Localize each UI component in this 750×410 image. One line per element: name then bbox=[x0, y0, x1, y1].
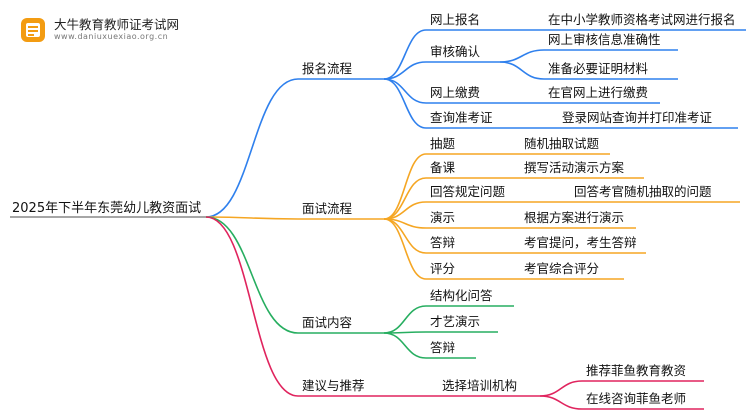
grandchild-connector bbox=[499, 49, 545, 63]
grandchild-label: 在中小学教师资格考试网进行报名 bbox=[548, 12, 736, 27]
branch-connector bbox=[205, 216, 299, 220]
child-connector bbox=[383, 332, 427, 359]
child-connector bbox=[383, 78, 427, 104]
branch-label: 面试流程 bbox=[302, 201, 353, 216]
child-label: 网上缴费 bbox=[430, 85, 480, 100]
child-label: 查询准考证 bbox=[430, 110, 493, 125]
grandchild-label: 登录网站查询并打印准考证 bbox=[562, 110, 713, 125]
book-logo-icon bbox=[21, 18, 45, 42]
child-label: 答辩 bbox=[430, 235, 455, 250]
child-label: 结构化问答 bbox=[430, 288, 493, 303]
grandchild-label: 准备必要证明材料 bbox=[548, 61, 649, 76]
branch-label: 面试内容 bbox=[302, 315, 352, 330]
grandchild-label: 考官提问，考生答辩 bbox=[524, 235, 637, 250]
grandchild-label: 回答考官随机抽取的问题 bbox=[574, 184, 712, 199]
grandchild-label: 推荐菲鱼教育教资 bbox=[586, 363, 686, 378]
branch-label: 建议与推荐 bbox=[302, 378, 365, 393]
site-name: 大牛教育教师证考试网 bbox=[54, 17, 180, 32]
child-connector bbox=[383, 305, 427, 334]
grandchild-label: 随机抽取试题 bbox=[524, 136, 600, 151]
child-label: 评分 bbox=[430, 261, 455, 276]
grandchild-label: 在线咨询菲鱼老师 bbox=[586, 391, 686, 406]
branch-connector bbox=[205, 216, 299, 397]
child-label: 抽题 bbox=[430, 136, 456, 151]
child-connector bbox=[383, 78, 427, 129]
grandchild-label: 考官综合评分 bbox=[524, 261, 599, 276]
child-connector bbox=[383, 218, 427, 280]
child-label: 备课 bbox=[430, 160, 456, 175]
grandchild-connector bbox=[539, 395, 583, 410]
branch-connector bbox=[205, 78, 299, 218]
child-connector bbox=[383, 29, 427, 80]
grandchild-connector bbox=[539, 380, 583, 397]
child-connector bbox=[383, 61, 427, 80]
branch-label: 报名流程 bbox=[302, 61, 353, 76]
child-label: 演示 bbox=[430, 210, 455, 225]
grandchild-label: 根据方案进行演示 bbox=[524, 210, 624, 225]
child-label: 审核确认 bbox=[430, 44, 481, 59]
grandchild-label: 在官网上进行缴费 bbox=[548, 85, 648, 100]
child-label: 选择培训机构 bbox=[442, 378, 517, 393]
branch-connector bbox=[205, 216, 299, 334]
grandchild-label: 撰写活动演示方案 bbox=[524, 160, 625, 175]
child-connector bbox=[383, 153, 427, 220]
grandchild-connector bbox=[499, 61, 545, 80]
root-label: 2025年下半年东莞幼儿教资面试 bbox=[12, 200, 201, 216]
child-label: 回答规定问题 bbox=[430, 184, 506, 199]
grandchild-label: 网上审核信息准确性 bbox=[548, 32, 661, 47]
child-label: 网上报名 bbox=[430, 12, 480, 27]
site-logo: 大牛教育教师证考试网 www.daniuxuexiao.org.cn bbox=[18, 12, 208, 48]
child-label: 答辩 bbox=[430, 340, 455, 355]
site-url: www.daniuxuexiao.org.cn bbox=[54, 32, 169, 41]
child-label: 才艺演示 bbox=[430, 314, 480, 329]
